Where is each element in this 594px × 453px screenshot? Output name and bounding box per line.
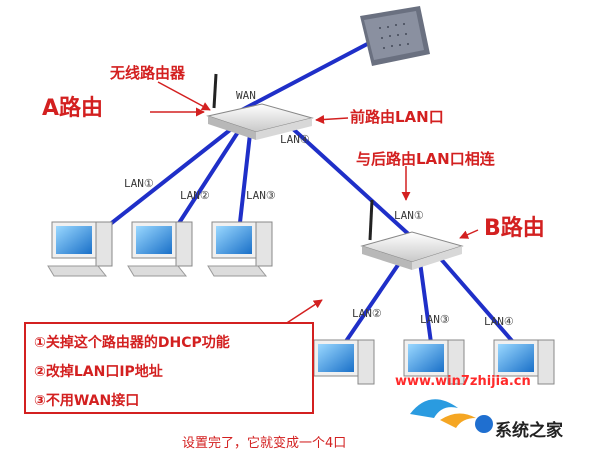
cables — [88, 30, 522, 352]
cable-a-pc1 — [88, 128, 232, 242]
cable-b-pc2 — [418, 260, 434, 352]
cable-modem-router-a — [236, 30, 392, 114]
wan-port-label: WAN — [236, 89, 256, 102]
connect-lan-label: 与后路由LAN口相连 — [356, 150, 495, 168]
footer-caption: 设置完了，它就变成一个4口 — [182, 436, 347, 451]
router-a-label: A路由 — [42, 96, 104, 121]
cable-a-router-b — [290, 126, 417, 242]
b-lan1-label: LAN① — [394, 209, 424, 222]
a-lan4-label: LAN④ — [280, 133, 310, 146]
annotation-arrows — [150, 81, 479, 331]
cable-b-pc3 — [438, 256, 522, 352]
pc-a2-icon — [127, 221, 193, 277]
b-lan2-label: LAN② — [352, 307, 382, 320]
cable-b-pc1 — [338, 260, 402, 352]
settings-note-box: ①关掉这个路由器的DHCP功能 ②改掉LAN口IP地址 ③不用WAN接口 — [24, 322, 314, 414]
note-item-wan: ③不用WAN接口 — [34, 393, 140, 409]
router-b-icon — [360, 199, 464, 270]
wireless-router-label: 无线路由器 — [110, 64, 186, 82]
note-item-dhcp: ①关掉这个路由器的DHCP功能 — [34, 335, 230, 351]
watermark-brand: 系统之家 — [495, 421, 563, 441]
pc-b2-icon — [403, 339, 465, 385]
pc-b3-icon — [493, 339, 555, 385]
watermark-url: www.win7zhijia.cn — [395, 374, 531, 389]
arrow-front-lan — [315, 115, 349, 124]
router-b-label: B路由 — [484, 216, 545, 241]
modem-icon — [360, 6, 430, 66]
a-lan2-label: LAN② — [180, 189, 210, 202]
pc-a1-icon — [47, 221, 113, 277]
pc-b1-icon — [313, 339, 375, 385]
arrow-router-b — [459, 229, 479, 239]
arrow-wireless-label — [157, 81, 211, 111]
router-a-icon — [206, 73, 314, 140]
b-lan3-label: LAN③ — [420, 313, 450, 326]
pc-a3-icon — [207, 221, 273, 277]
b-lan4-label: LAN④ — [484, 315, 514, 328]
brand-logo-icon — [410, 399, 493, 433]
a-lan1-label: LAN① — [124, 177, 154, 190]
front-lan-label: 前路由LAN口 — [350, 108, 444, 126]
note-item-lan-ip: ②改掉LAN口IP地址 — [34, 364, 163, 380]
a-lan3-label: LAN③ — [246, 189, 276, 202]
